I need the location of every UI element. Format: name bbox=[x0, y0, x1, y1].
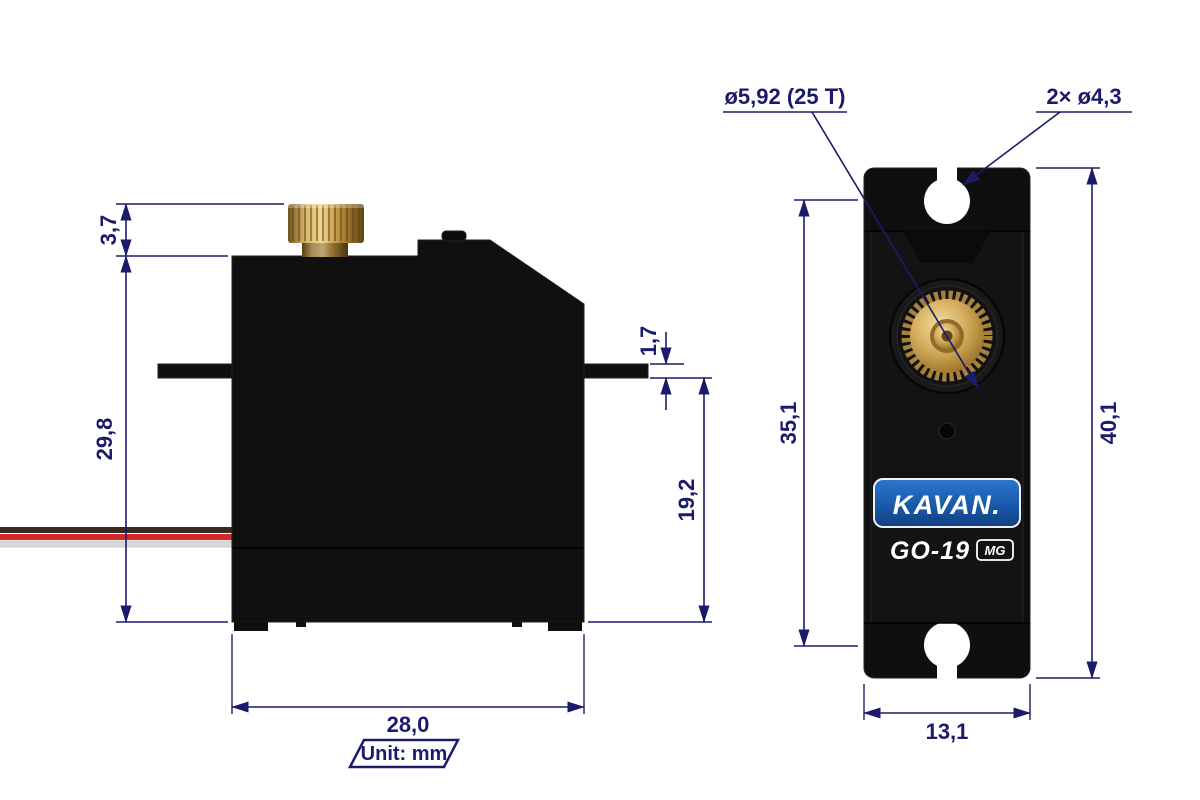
dim-flange-to-bottom-label: 19,2 bbox=[674, 479, 699, 522]
brand-logo-text: KAVAN. bbox=[893, 490, 1002, 520]
output-gear-side bbox=[288, 204, 364, 257]
case-molding-top bbox=[903, 231, 991, 263]
dimension-flange-to-bottom: 19,2 bbox=[588, 377, 712, 623]
case-screw-hole bbox=[938, 422, 956, 440]
dimension-flange-thickness: 1,7 bbox=[636, 326, 712, 410]
side-right-mounting-tab bbox=[581, 363, 649, 379]
dim-body-length-label: 28,0 bbox=[387, 712, 430, 737]
servo-wires bbox=[0, 527, 234, 548]
model-name-text: GO-19 bbox=[890, 537, 970, 565]
dimension-body-length: 28,0 bbox=[231, 634, 585, 737]
dim-gear-height-label: 3,7 bbox=[96, 215, 121, 246]
unit-badge: Unit: mm bbox=[347, 738, 461, 769]
dim-spline-label: ø5,92 (25 T) bbox=[724, 84, 845, 109]
model-label: GO-19 MG bbox=[890, 537, 1014, 565]
brand-logo: KAVAN. bbox=[873, 478, 1021, 528]
leader-spline-diameter: ø5,92 (25 T) bbox=[723, 84, 979, 389]
bottom-mounting-hole bbox=[924, 622, 970, 681]
dimension-hole-spacing: 35,1 bbox=[776, 199, 858, 647]
model-suffix-text: MG bbox=[985, 543, 1006, 558]
dimension-gear-and-body-height: 3,7 29,8 bbox=[92, 203, 284, 623]
dim-hole-spacing-label: 35,1 bbox=[776, 402, 801, 445]
dim-total-height-label: 40,1 bbox=[1096, 402, 1121, 445]
dim-flange-thickness-label: 1,7 bbox=[636, 326, 661, 357]
case-screw-bump bbox=[441, 230, 467, 242]
servo-front-view: KAVAN. GO-19 MG ø5,92 (25 T) 2× ø4,3 35,… bbox=[723, 84, 1132, 744]
unit-badge-label: Unit: mm bbox=[361, 743, 448, 765]
dim-body-height-label: 29,8 bbox=[92, 418, 117, 461]
dim-body-width-label: 13,1 bbox=[926, 719, 969, 744]
top-mounting-hole bbox=[924, 165, 970, 224]
dim-holes-label: 2× ø4,3 bbox=[1046, 84, 1121, 109]
dimension-total-height: 40,1 bbox=[1036, 167, 1121, 679]
dimension-body-width: 13,1 bbox=[863, 684, 1031, 744]
leader-mounting-holes: 2× ø4,3 bbox=[962, 84, 1132, 186]
side-left-mounting-tab bbox=[157, 363, 235, 379]
model-suffix-box bbox=[976, 539, 1014, 561]
servo-feet bbox=[234, 622, 582, 631]
servo-body-side bbox=[231, 239, 585, 623]
servo-side-view: 3,7 29,8 1,7 19,2 28,0 Unit: mm bbox=[0, 203, 712, 769]
